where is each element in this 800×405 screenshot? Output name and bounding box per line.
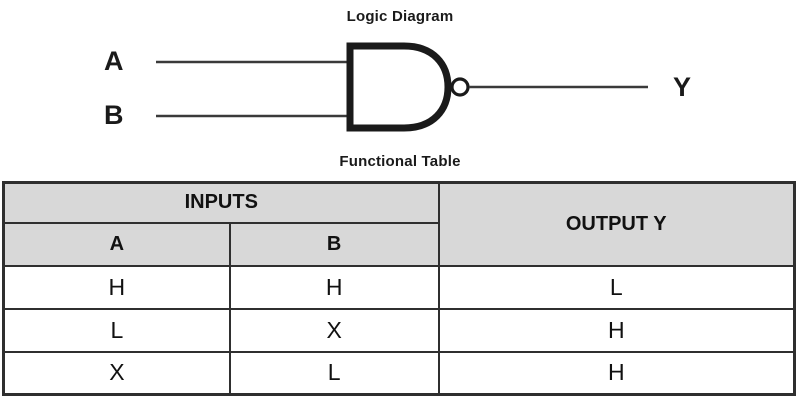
inversion-bubble-icon <box>450 77 470 97</box>
cell-y: H <box>437 307 796 353</box>
header-row-columns: A B <box>2 221 795 267</box>
column-a-header: A <box>2 221 231 267</box>
output-header: OUTPUT Y <box>437 181 796 267</box>
nand-gate-body-icon <box>346 42 452 132</box>
functional-table: INPUTS OUTPUT Y A B H H L L X H X L H <box>2 181 796 396</box>
output-y-label: Y <box>673 72 692 102</box>
cell-b: L <box>228 350 440 396</box>
cell-y: L <box>437 264 796 310</box>
column-b-header: B <box>228 221 440 267</box>
input-a-label: A <box>104 46 124 76</box>
logic-diagram-title: Logic Diagram <box>346 8 454 25</box>
table-row: L X H <box>2 307 796 353</box>
cell-a: L <box>2 307 231 353</box>
inputs-header: INPUTS <box>2 181 440 224</box>
nand-gate-diagram <box>156 42 648 132</box>
table-row: H H L <box>2 264 796 310</box>
cell-b: X <box>228 307 440 353</box>
header-row-inputs: INPUTS OUTPUT Y <box>2 181 796 267</box>
cell-a: H <box>2 264 231 310</box>
cell-b: H <box>228 264 440 310</box>
table-row: X L H <box>2 350 796 396</box>
functional-table-title: Functional Table <box>339 153 461 170</box>
cell-a: X <box>2 350 231 396</box>
input-b-label: B <box>104 100 124 130</box>
cell-y: H <box>437 350 796 396</box>
